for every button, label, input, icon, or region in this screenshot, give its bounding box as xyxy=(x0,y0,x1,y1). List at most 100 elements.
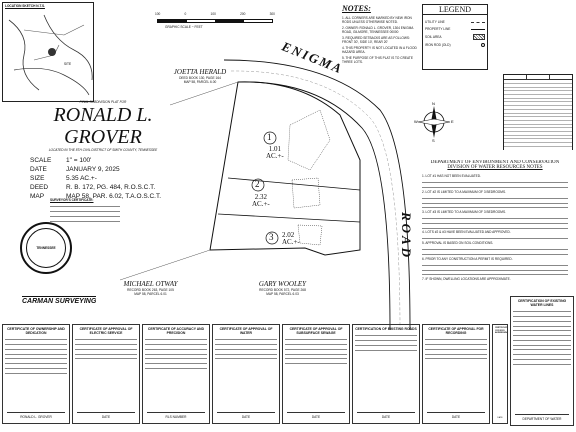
note-item: 2. OWNER: RONALD L. GROVER, 1304 ENIGMA … xyxy=(342,26,414,34)
certificate-e911: CERTIFICATION FOR E911 ADDRESSING DATE xyxy=(492,324,508,424)
certificate-title: CERTIFICATE OF APPROVAL OF WATER xyxy=(219,327,273,335)
dept-item: 6. PRIOR TO ANY CONSTRUCTION A PERMIT IS… xyxy=(422,256,513,261)
adjoiner-joetta: JOETTA HERALD DEED BOOK 130, PAGE 164 MA… xyxy=(160,68,240,84)
adjoiner-ref: RECORD BOOK 263, PAGE 105 MAP 58, PARCEL… xyxy=(127,288,174,296)
surveyor-certificate: SURVEYOR'S CERTIFICATE: xyxy=(50,198,120,223)
dept-item: 3. LOT #3 IS LIMITED TO A MAXIMUM OF 3 B… xyxy=(422,209,506,214)
scale-tick: 200 xyxy=(240,12,246,16)
certificate-ownership: CERTIFICATE OF OWNERSHIP AND DEDICATION … xyxy=(2,324,70,424)
certificate-signature-label: RONALD L. GROVER xyxy=(20,415,52,419)
certificate-recording: CERTIFICATE OF APPROVAL FOR RECORDING DA… xyxy=(422,324,490,424)
title-value: JANUARY 9, 2025 xyxy=(66,166,120,173)
scale-tick: 0 xyxy=(184,12,187,16)
certificate-title: CERTIFICATE OF APPROVAL FOR RECORDING xyxy=(428,327,484,335)
certificate-title: CERTIFICATION OF EXISTING WATER LINES xyxy=(517,299,567,307)
certificate-signature-label: DATE xyxy=(381,415,391,419)
lot-number: 2 xyxy=(255,179,260,189)
title-value: 1" = 100' xyxy=(66,157,92,164)
north-arrow-icon: N S W E xyxy=(414,102,454,142)
scale-tick: 100 xyxy=(210,12,216,16)
soil-area-icon xyxy=(473,34,485,40)
soil-area xyxy=(287,109,331,171)
note-item: 3. REQUIRED SETBACKS ARE AS FOLLOWS: FRO… xyxy=(342,36,410,44)
dept-item: 7. IF SHOWN, DWELLING LOCATIONS ARE APPR… xyxy=(422,276,511,281)
location-line: LOCATED IN THE 8TH CIVIL DISTRICT OF SMI… xyxy=(48,148,158,152)
certificate-signature-label: DATE xyxy=(101,415,111,419)
certificate-signature-label: DATE xyxy=(311,415,321,419)
dept-notes: DEPARTMENT OF ENVIRONMENT AND CONSERVATI… xyxy=(422,160,568,320)
title-value: R. B. 172, PG. 484, R.O.S.C.T. xyxy=(66,184,156,191)
legend-item: PROPERTY LINE xyxy=(425,27,451,31)
svg-text:N: N xyxy=(432,102,435,106)
title-key: SIZE xyxy=(30,175,45,182)
legend-title: LEGEND xyxy=(423,5,487,15)
certificate-existing-water-lines: CERTIFICATION OF EXISTING WATER LINES DE… xyxy=(510,296,574,426)
lot-1-marker xyxy=(263,131,277,145)
legend-item: SOIL AREA xyxy=(425,35,442,39)
scale-tick: 100 xyxy=(155,12,161,16)
svg-text:E: E xyxy=(451,119,454,124)
certificate-signature-label: DATE xyxy=(497,417,503,419)
certificate-signature-label: DATE xyxy=(451,415,461,419)
dept-item: 5. APPROVAL IS BASED ON SOIL CONDITIONS. xyxy=(422,241,494,246)
certificate-title: CERTIFICATE OF APPROVAL OF ELECTRIC SERV… xyxy=(79,327,133,335)
adjoiner-ref: RECORD BOOK 572, PAGE 268 MAP 58, PARCEL… xyxy=(259,288,306,296)
surveyor-firm: CARMAN SURVEYING xyxy=(22,296,97,305)
location-sketch-label: LOCATION SKETCH N.T.S. xyxy=(5,4,45,8)
svg-text:SITE: SITE xyxy=(64,62,71,66)
dept-item: 1. LOT #1 HAS NOT BEEN EVALUATED. xyxy=(422,174,481,178)
lot-area: 2.02 AC.+- xyxy=(282,231,300,246)
surveyor-title: SURVEYOR'S CERTIFICATE: xyxy=(50,198,94,202)
certificate-signature-label: DEPARTMENT OF WATER xyxy=(522,417,562,421)
iron-rod-icon xyxy=(481,43,485,47)
utility-line-icon xyxy=(471,21,485,23)
scale-tick: 300 xyxy=(269,12,275,16)
certificate-sewage: CERTIFICATE OF APPROVAL OF SUBSURFACE SE… xyxy=(282,324,350,424)
certificate-accuracy: CERTIFICATE OF ACCURACY AND PRECISION RL… xyxy=(142,324,210,424)
legend-item: IRON ROD (OLD) xyxy=(425,43,451,47)
soil-area xyxy=(297,224,323,246)
property-line-icon xyxy=(471,28,485,30)
lot-number: 3 xyxy=(269,232,274,242)
seal-text: TENNESSEE xyxy=(36,246,56,250)
adjoiner-ref: DEED BOOK 130, PAGE 164 MAP 58, PARCEL 6… xyxy=(179,76,221,84)
svg-text:W: W xyxy=(414,119,418,124)
notes-title: NOTES: xyxy=(342,4,371,13)
adjoiner-name: MICHAEL OTWAY xyxy=(123,280,178,288)
soil-area xyxy=(291,177,321,209)
certificate-signature-label: DATE xyxy=(241,415,251,419)
dept-item: 4. LOTS #2 & #3 HAVE BEEN EVALUATED AND … xyxy=(422,230,511,235)
dept-title: DEPARTMENT OF ENVIRONMENT AND CONSERVATI… xyxy=(430,160,560,165)
certificate-title: CERTIFICATION OF EXISTING ROADS xyxy=(355,327,417,331)
adjoiner-name: GARY WOOLEY xyxy=(258,280,307,288)
dept-subtitle: DIVISION OF WATER RESOURCES NOTES xyxy=(447,165,543,170)
certificate-electric: CERTIFICATE OF APPROVAL OF ELECTRIC SERV… xyxy=(72,324,140,424)
certificate-roads: CERTIFICATION OF EXISTING ROADS DATE xyxy=(352,324,420,424)
notes-panel: NOTES: 1. ALL CORNERS ARE MARKED BY NEW … xyxy=(342,4,420,124)
lot-3-marker xyxy=(265,231,279,245)
certificate-title: CERTIFICATE OF APPROVAL OF SUBSURFACE SE… xyxy=(289,327,343,335)
title-key: MAP xyxy=(30,193,45,200)
lot-area: 2.32 AC.+- xyxy=(252,193,270,208)
note-item: 4. THIS PROPERTY IS NOT LOCATED IN A FLO… xyxy=(342,46,417,54)
lot-2-marker xyxy=(251,178,265,192)
scale-bar xyxy=(157,19,273,23)
adjoiner-otway: MICHAEL OTWAY RECORD BOOK 263, PAGE 105 … xyxy=(108,280,193,296)
road-label-road: ROAD xyxy=(399,211,415,261)
title-key: DATE xyxy=(30,166,47,173)
location-sketch: LOCATION SKETCH N.T.S. SITE xyxy=(2,2,94,102)
certificate-title: CERTIFICATE OF ACCURACY AND PRECISION xyxy=(147,327,205,335)
certificate-signature-label: RLS NUMBER xyxy=(165,415,187,419)
final-plat-label: FINAL SUBDIVISION PLAT FOR xyxy=(79,100,127,104)
property-boundary xyxy=(209,81,361,256)
legend-item: UTILITY LINE xyxy=(425,20,445,24)
road-edges xyxy=(223,59,411,331)
note-item: 1. ALL CORNERS ARE MARKED BY NEW IRON RO… xyxy=(342,16,412,24)
title-value: 5.35 AC.+- xyxy=(66,175,97,182)
graphic-scale: 100 0 100 200 300 GRAPHIC SCALE ~ FEET xyxy=(155,12,275,34)
note-item: 5. THE PURPOSE OF THIS PLAT IS TO CREATE… xyxy=(342,56,413,64)
title-value: MAP 58, PAR. 6.02, T.A.O.S.C.T. xyxy=(66,193,162,200)
title-block: FINAL SUBDIVISION PLAT FOR RONALD L. GRO… xyxy=(14,100,192,201)
lot-area: 1.01 AC.+- xyxy=(266,145,284,160)
